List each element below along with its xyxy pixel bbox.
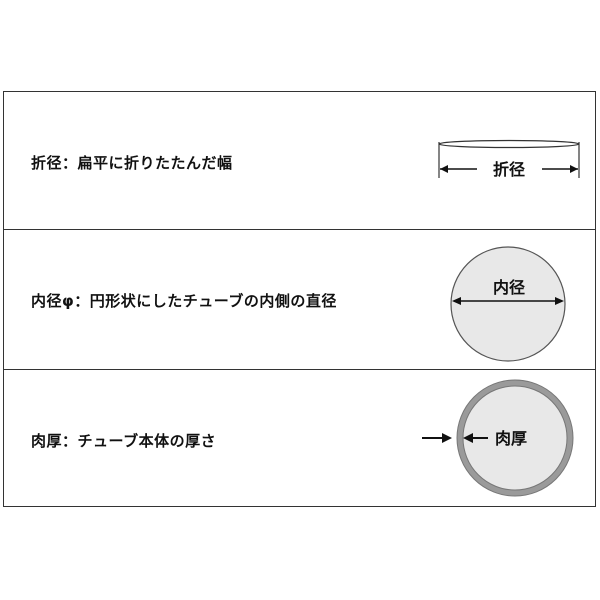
flattened-tube-shape: [438, 139, 580, 149]
row-inner-diameter: 内径φ：円形状にしたチューブの内側の直径 内径: [4, 230, 595, 370]
right-arrowhead: [570, 165, 578, 173]
diagram-frame: 折径：扁平に折りたたんだ幅 折径 内径φ：円形状にしたチューブの内側の直径: [3, 91, 596, 507]
inner-diameter-illustration: 内径: [450, 246, 566, 362]
left-arrowhead: [440, 165, 448, 173]
folded-width-label: 折径: [493, 160, 525, 179]
folded-width-illustration: 折径: [438, 139, 580, 179]
folded-width-description: 折径：扁平に折りたたんだ幅: [31, 154, 233, 172]
diameter-left-arrowhead: [452, 297, 461, 305]
row-wall-thickness: 肉厚：チューブ本体の厚さ 肉厚: [4, 370, 595, 506]
wall-thickness-description: 肉厚：チューブ本体の厚さ: [31, 432, 217, 450]
outer-arrowhead: [442, 433, 452, 443]
wall-thickness-label: 肉厚: [495, 429, 527, 448]
inner-arrowhead: [463, 433, 473, 443]
wall-thickness-illustration: 肉厚: [422, 379, 574, 497]
inner-diameter-label: 内径: [493, 278, 525, 297]
row-folded-width: 折径：扁平に折りたたんだ幅 折径: [4, 92, 595, 230]
diameter-right-arrowhead: [555, 297, 564, 305]
tube-cross-section: [450, 246, 566, 362]
inner-diameter-description: 内径φ：円形状にしたチューブの内側の直径: [31, 292, 337, 310]
